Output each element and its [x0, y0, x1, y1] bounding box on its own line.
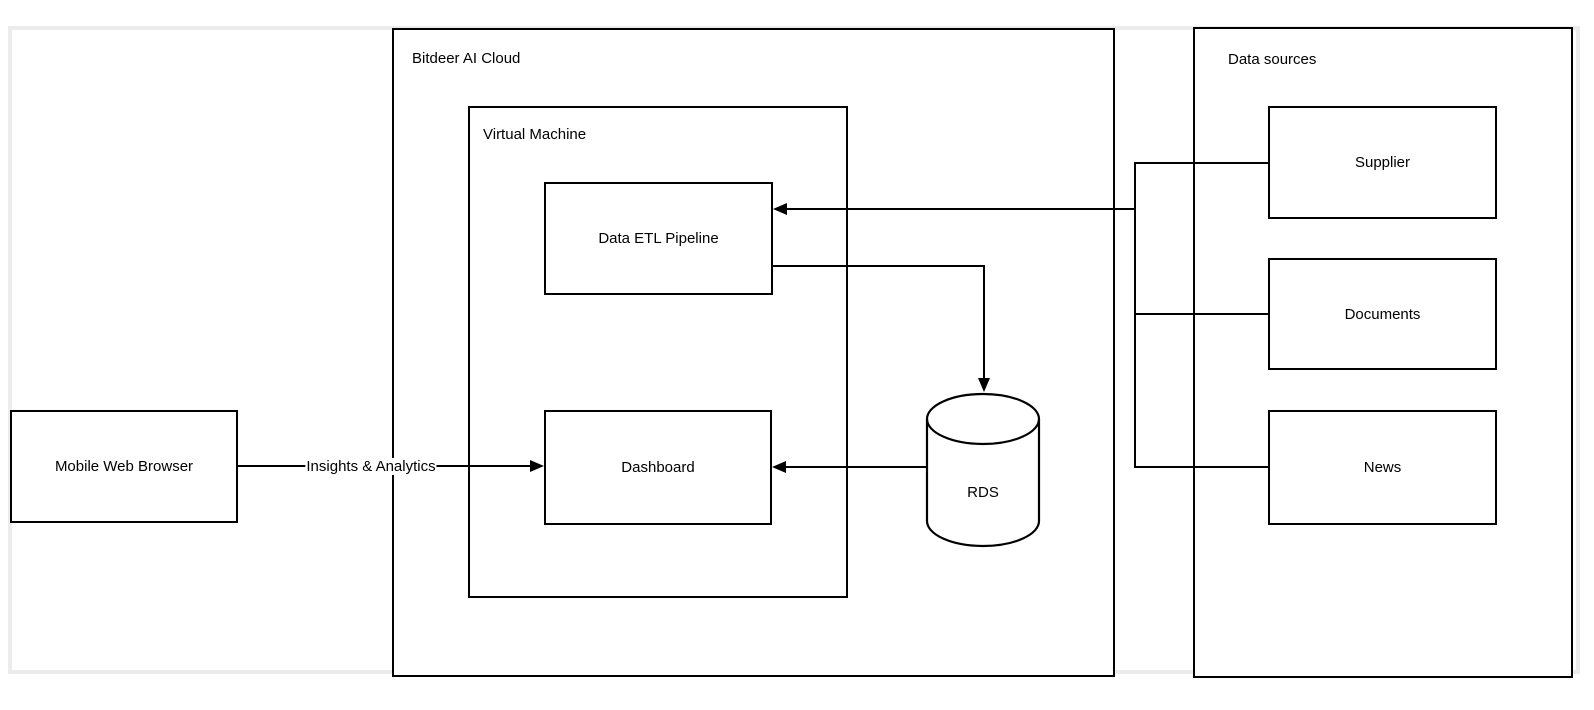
mobile-web-browser-label: Mobile Web Browser [54, 458, 194, 475]
documents-node: Documents [1268, 258, 1497, 370]
edge-news-connector [1135, 466, 1268, 468]
arrowhead-down-icon [978, 378, 990, 392]
supplier-label: Supplier [1354, 154, 1411, 171]
edge-insights-analytics-label: Insights & Analytics [305, 458, 437, 475]
documents-label: Documents [1344, 305, 1421, 323]
data-etl-pipeline-label: Data ETL Pipeline [598, 230, 719, 247]
news-label: News [1363, 459, 1402, 476]
edge-sources-trunk-line [1134, 162, 1136, 468]
database-cylinder-icon [925, 392, 1041, 548]
supplier-node: Supplier [1268, 106, 1497, 219]
mobile-web-browser-node: Mobile Web Browser [10, 410, 238, 523]
data-etl-pipeline-node: Data ETL Pipeline [544, 182, 773, 295]
dashboard-label: Dashboard [621, 459, 695, 476]
dashboard-node: Dashboard [544, 410, 772, 525]
edge-etl-to-rds-hline [773, 265, 985, 267]
edge-rds-to-dashboard-line [786, 466, 926, 468]
rds-label: RDS [967, 484, 999, 501]
data-sources-container-label: Data sources [1228, 51, 1317, 68]
rds-cylinder [925, 392, 1041, 548]
news-node: News [1268, 410, 1497, 525]
arrowhead-right-icon [530, 460, 544, 472]
vm-container-label: Virtual Machine [483, 126, 587, 143]
edge-documents-connector [1135, 313, 1268, 315]
edge-etl-to-rds-vline [983, 265, 985, 382]
edge-sources-to-etl-line [775, 208, 1135, 210]
arrowhead-left-icon [772, 461, 786, 473]
cloud-container-label: Bitdeer AI Cloud [412, 50, 521, 67]
arrowhead-left-icon [773, 203, 787, 215]
edge-supplier-connector [1135, 162, 1268, 164]
